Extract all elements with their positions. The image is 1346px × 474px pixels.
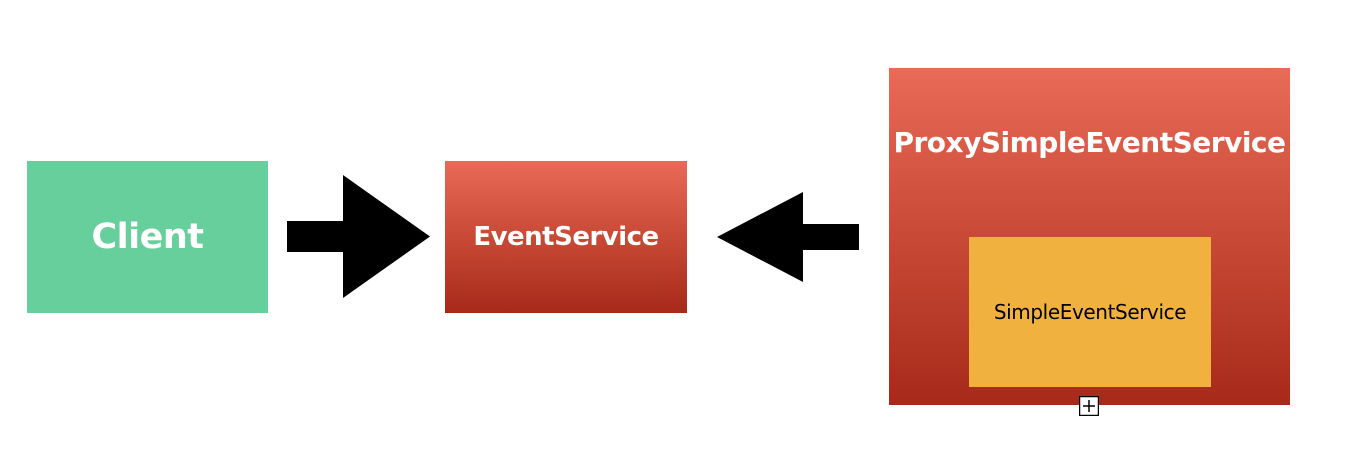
client-node: Client [27, 161, 268, 313]
simple-event-service-label: SimpleEventService [993, 300, 1187, 324]
client-label: Client [91, 217, 204, 257]
arrow-proxy-to-eventservice [717, 192, 859, 282]
arrow-left-shape [717, 192, 859, 282]
arrow-right-shape [287, 175, 430, 298]
proxy-simple-event-service-node: ProxySimpleEventService SimpleEventServi… [889, 68, 1290, 405]
arrow-client-to-eventservice [287, 175, 430, 298]
event-service-node: EventService [445, 161, 687, 313]
plus-square-icon[interactable] [1079, 396, 1099, 416]
simple-event-service-node: SimpleEventService [969, 237, 1211, 387]
proxy-simple-event-service-label: ProxySimpleEventService [893, 126, 1286, 159]
event-service-label: EventService [473, 222, 659, 252]
